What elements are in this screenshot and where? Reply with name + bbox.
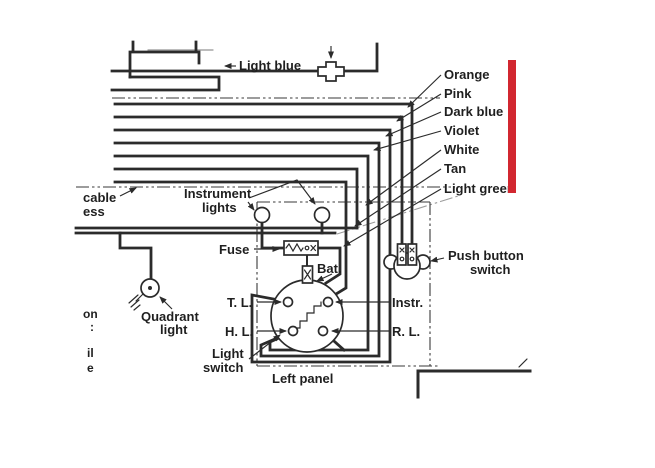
push-button-terminal-right <box>407 243 418 266</box>
harness-fragment-2: ess <box>83 204 105 219</box>
fuse-body <box>283 240 319 256</box>
battery-arrow <box>316 273 333 282</box>
edge-fragment-on: on <box>83 307 98 321</box>
instrument-lights-label-1: Instrument <box>184 186 252 201</box>
wire-color-label-orange: Orange <box>444 67 490 82</box>
return-wire <box>110 75 221 92</box>
terminal-hl-label: H. L. <box>225 324 253 339</box>
left-panel-label: Left panel <box>272 371 333 386</box>
ground-symbol <box>128 293 144 311</box>
terminal-rl-label: R. L. <box>392 324 420 339</box>
terminal-instr <box>322 296 334 308</box>
lamp-stems <box>260 221 324 235</box>
light-switch-component <box>270 265 344 353</box>
battery-connector-x-mark <box>303 269 312 280</box>
instrument-lights-label-2: lights <box>202 200 237 215</box>
wire-color-label-violet: Violet <box>444 123 480 138</box>
terminal-hl <box>287 325 299 337</box>
wire-color-label-pink: Pink <box>444 86 472 101</box>
push-button-arrow <box>430 256 445 263</box>
instrument-lights-arrow-left <box>247 201 255 211</box>
light-blue-label: Light blue <box>239 58 301 73</box>
fuse-feed-wire <box>260 231 286 250</box>
quadrant-light-circuit <box>118 231 160 311</box>
red-highlight-bar <box>508 60 516 193</box>
push-button-label-2: switch <box>470 262 511 277</box>
annotation-arrows <box>119 63 445 360</box>
terminal-x-marks <box>399 247 415 253</box>
battery-label: Bat. <box>317 261 342 276</box>
light-switch-arrow <box>248 334 281 360</box>
white-arrow <box>365 149 442 206</box>
left-panel-outline <box>256 201 440 367</box>
top-left-box-wire <box>128 40 201 79</box>
terminal-instr-label: Instr. <box>392 295 423 310</box>
terminal-o-mark-right <box>409 256 415 262</box>
terminal-rl <box>317 325 329 337</box>
wire-color-label-dark-blue: Dark blue <box>444 104 503 119</box>
quadrant-light-label-1: Quadrant <box>141 309 199 324</box>
light-blue-wire <box>110 42 379 73</box>
light-switch-label-1: Light <box>212 346 244 361</box>
quadrant-light-arrow <box>159 296 173 310</box>
switch-contact-zigzag <box>292 301 322 329</box>
violet-wire <box>113 141 381 358</box>
harness-fragment-1: cable <box>83 190 116 205</box>
quadrant-light-filament <box>148 286 152 290</box>
tan-wire <box>113 167 359 230</box>
push-button-switch-component <box>383 243 431 280</box>
orange-arrow <box>407 74 442 108</box>
wire-color-label-light-green: Light green <box>444 181 515 196</box>
push-button-terminal-left <box>396 243 407 266</box>
dark-blue-wire <box>113 128 392 364</box>
tan-arrow <box>354 168 442 227</box>
fuse-mark-o <box>304 245 310 251</box>
quadrant-light-label-2: light <box>160 322 188 337</box>
bottom-right-corner-wire <box>416 369 532 399</box>
terminal-o-mark-left <box>399 256 405 262</box>
wire-color-label-tan: Tan <box>444 161 466 176</box>
fuse-label: Fuse <box>219 242 249 257</box>
bottom-right-wiring <box>416 358 532 399</box>
violet-arrow <box>373 130 442 152</box>
instrument-lamp-right <box>313 206 331 224</box>
cable-arrow <box>119 187 137 197</box>
bottom-right-tick <box>518 358 528 368</box>
quadrant-light-wire <box>118 231 153 281</box>
edge-fragment-colon: : <box>90 320 94 334</box>
edge-fragment-il: il <box>87 346 94 360</box>
fuse-output-wire <box>316 246 342 285</box>
inline-connector <box>317 61 345 82</box>
terminal-tl <box>282 296 294 308</box>
light-switch-label-2: switch <box>203 360 244 375</box>
instrument-lamp-left <box>253 206 271 224</box>
edge-fragment-e: e <box>87 361 94 375</box>
push-button-label-1: Push button <box>448 248 524 263</box>
labels: Light blue Orange Pink Dark blue Violet … <box>83 58 524 386</box>
pink-arrow <box>396 93 442 122</box>
dark-blue-arrow <box>385 111 442 137</box>
wire-color-label-white: White <box>444 142 479 157</box>
light-green-arrow <box>343 188 442 247</box>
pink-wire <box>113 115 404 246</box>
terminal-tl-label: T. L. <box>227 295 252 310</box>
fuse-element <box>285 242 304 253</box>
fuse-mark-x <box>310 244 317 252</box>
light-blue-circuit <box>110 40 379 92</box>
instrument-lights-arrow-right <box>248 179 316 205</box>
